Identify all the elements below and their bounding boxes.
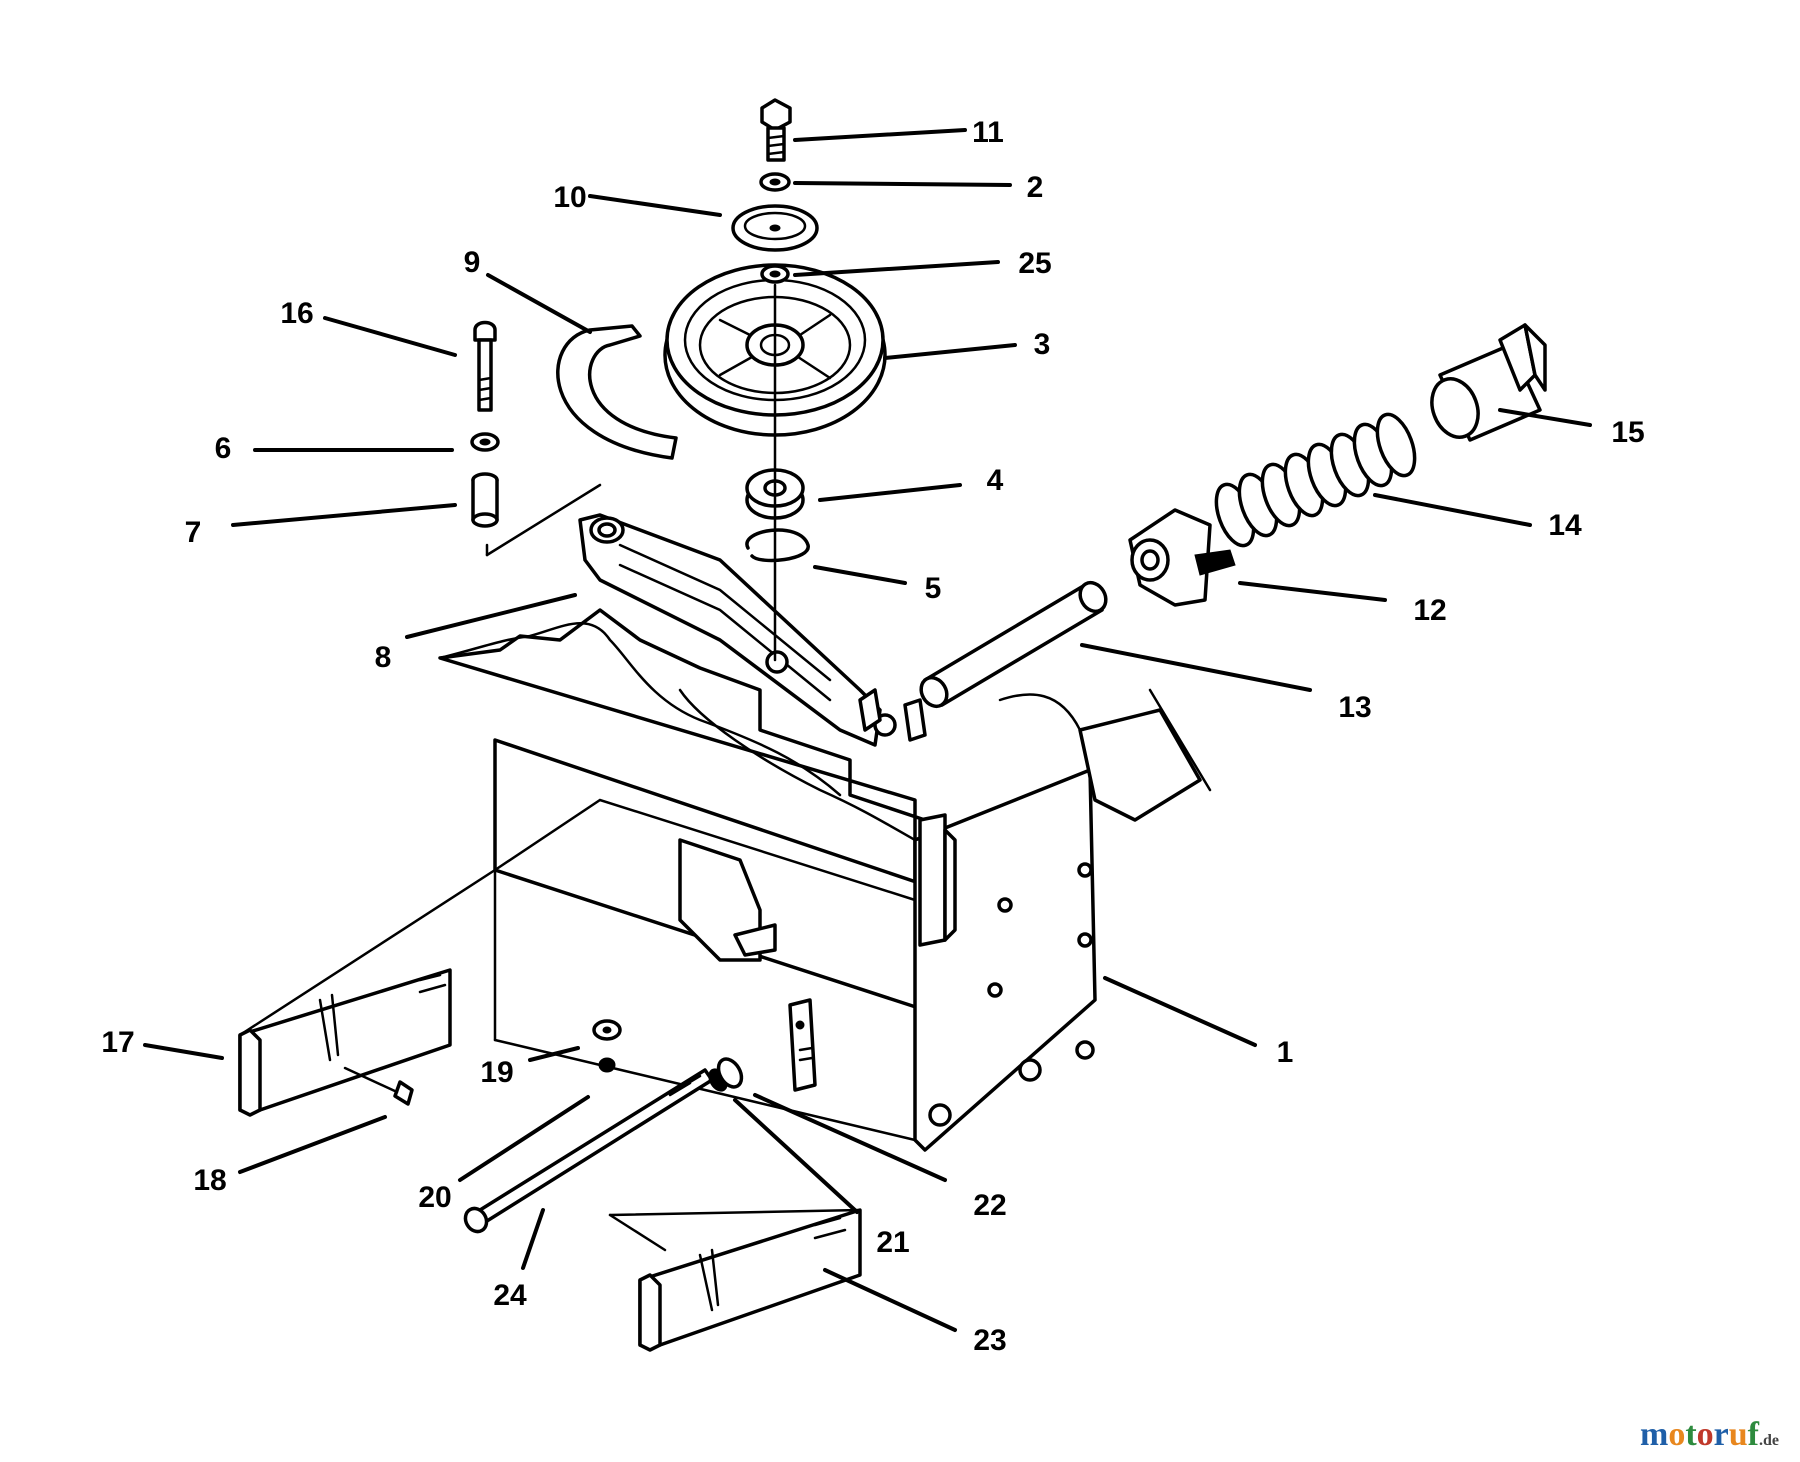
callout-11: 11 — [972, 116, 1004, 149]
leader-16 — [323, 316, 457, 357]
callout-4: 4 — [987, 464, 1004, 497]
leader-10 — [588, 194, 722, 217]
adjuster-bar-17 — [238, 868, 497, 1117]
callout-24: 24 — [493, 1279, 527, 1312]
callout-5: 5 — [925, 572, 942, 605]
callout-1: 1 — [1277, 1036, 1294, 1069]
leader-11 — [793, 128, 967, 142]
callout-9: 9 — [464, 246, 481, 279]
leader-5 — [813, 565, 907, 585]
watermark-text: motoruf.de — [1640, 1416, 1779, 1453]
leader-3 — [883, 343, 1017, 360]
rod — [919, 580, 1108, 709]
washer-22 — [716, 1057, 744, 1089]
pivot-arm — [485, 483, 927, 747]
leader-9 — [486, 273, 592, 334]
leader-25 — [793, 260, 1000, 277]
washer-2 — [759, 172, 791, 192]
leader-8 — [405, 593, 577, 639]
callout-12: 12 — [1413, 594, 1446, 627]
leader-22 — [753, 1093, 947, 1182]
washer-6 — [470, 432, 500, 452]
screw-18 — [343, 1066, 414, 1106]
callout-8: 8 — [375, 641, 392, 674]
cap-washer — [731, 204, 819, 252]
leader-4 — [818, 483, 962, 502]
spacer-7 — [471, 472, 499, 528]
callout-15: 15 — [1611, 416, 1644, 449]
leader-17 — [143, 1043, 224, 1060]
leader-2 — [793, 181, 1012, 187]
callout-13: 13 — [1338, 691, 1371, 724]
leader-12 — [1238, 581, 1387, 602]
leader-7 — [231, 503, 457, 527]
callout-23: 23 — [973, 1324, 1006, 1357]
washer-25 — [760, 264, 790, 284]
callout-7: 7 — [185, 516, 202, 549]
callout-20: 20 — [418, 1181, 451, 1214]
callout-labels: 11 2 10 25 9 16 3 15 6 4 14 7 5 12 8 13 — [101, 116, 1644, 1357]
callout-10: 10 — [553, 181, 586, 214]
leader-24 — [521, 1208, 545, 1270]
callout-3: 3 — [1034, 328, 1051, 361]
belt-guide — [556, 324, 678, 460]
leader-23 — [823, 1268, 957, 1332]
bracket-tab — [788, 998, 817, 1092]
leader-14 — [1373, 493, 1532, 527]
callout-2: 2 — [1027, 171, 1044, 204]
leader-20 — [458, 1095, 590, 1182]
callout-25: 25 — [1018, 247, 1051, 280]
leader-15 — [1498, 408, 1592, 427]
callout-6: 6 — [215, 432, 232, 465]
callout-21: 21 — [876, 1226, 909, 1259]
leader-1 — [1103, 976, 1257, 1047]
tensioner-bracket — [1128, 508, 1236, 607]
callout-16: 16 — [280, 297, 313, 330]
adjuster-bar-23 — [608, 1208, 862, 1352]
leader-21 — [733, 1098, 859, 1214]
leader-19 — [528, 1046, 580, 1062]
watermark-logo: motoruf.de — [1640, 1416, 1779, 1453]
retaining-ring — [745, 528, 810, 563]
spring — [1214, 412, 1417, 548]
bolt-16 — [473, 320, 497, 412]
leader-18 — [238, 1115, 387, 1174]
callout-19: 19 — [480, 1056, 513, 1089]
leader-13 — [1080, 643, 1312, 692]
bolt-11 — [760, 98, 792, 162]
callout-18: 18 — [193, 1164, 226, 1197]
sleeve — [1430, 323, 1547, 442]
callout-22: 22 — [973, 1189, 1006, 1222]
callout-14: 14 — [1548, 509, 1582, 542]
callout-17: 17 — [101, 1026, 134, 1059]
washer-19 — [592, 1019, 622, 1073]
frame-bracket — [438, 608, 1212, 1152]
